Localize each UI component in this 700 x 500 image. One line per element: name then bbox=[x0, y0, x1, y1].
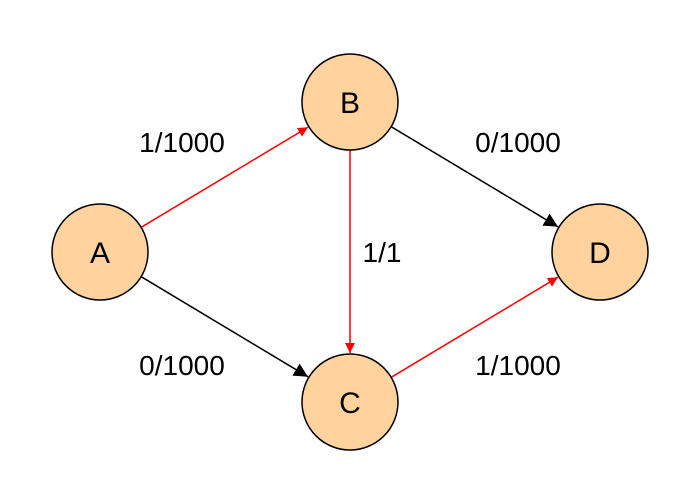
edge-label-a-b: 1/1000 bbox=[139, 127, 225, 158]
node-a: A bbox=[51, 203, 149, 301]
node-a-label: A bbox=[90, 237, 110, 270]
node-d-label: D bbox=[589, 237, 611, 270]
node-c-circle bbox=[301, 353, 399, 451]
node-a-circle bbox=[51, 203, 149, 301]
node-b: B bbox=[301, 53, 399, 151]
node-b-label: B bbox=[340, 87, 360, 120]
edge-b-to-d bbox=[390, 126, 559, 228]
edge-a-to-b bbox=[140, 126, 309, 228]
edge-c-to-d bbox=[390, 276, 559, 378]
edge-a-to-c bbox=[140, 276, 309, 378]
node-d-circle bbox=[551, 203, 649, 301]
edge-label-b-d: 0/1000 bbox=[475, 127, 561, 158]
node-c-label: C bbox=[339, 387, 361, 420]
edge-labels: 1/1000 0/1000 1/1 0/1000 1/1000 bbox=[139, 127, 561, 381]
edge-label-c-d: 1/1000 bbox=[475, 350, 561, 381]
edge-label-b-c: 1/1 bbox=[363, 237, 402, 268]
node-d: D bbox=[551, 203, 649, 301]
edges bbox=[140, 126, 559, 378]
node-c: C bbox=[301, 353, 399, 451]
node-b-circle bbox=[301, 53, 399, 151]
edge-label-a-c: 0/1000 bbox=[139, 350, 225, 381]
